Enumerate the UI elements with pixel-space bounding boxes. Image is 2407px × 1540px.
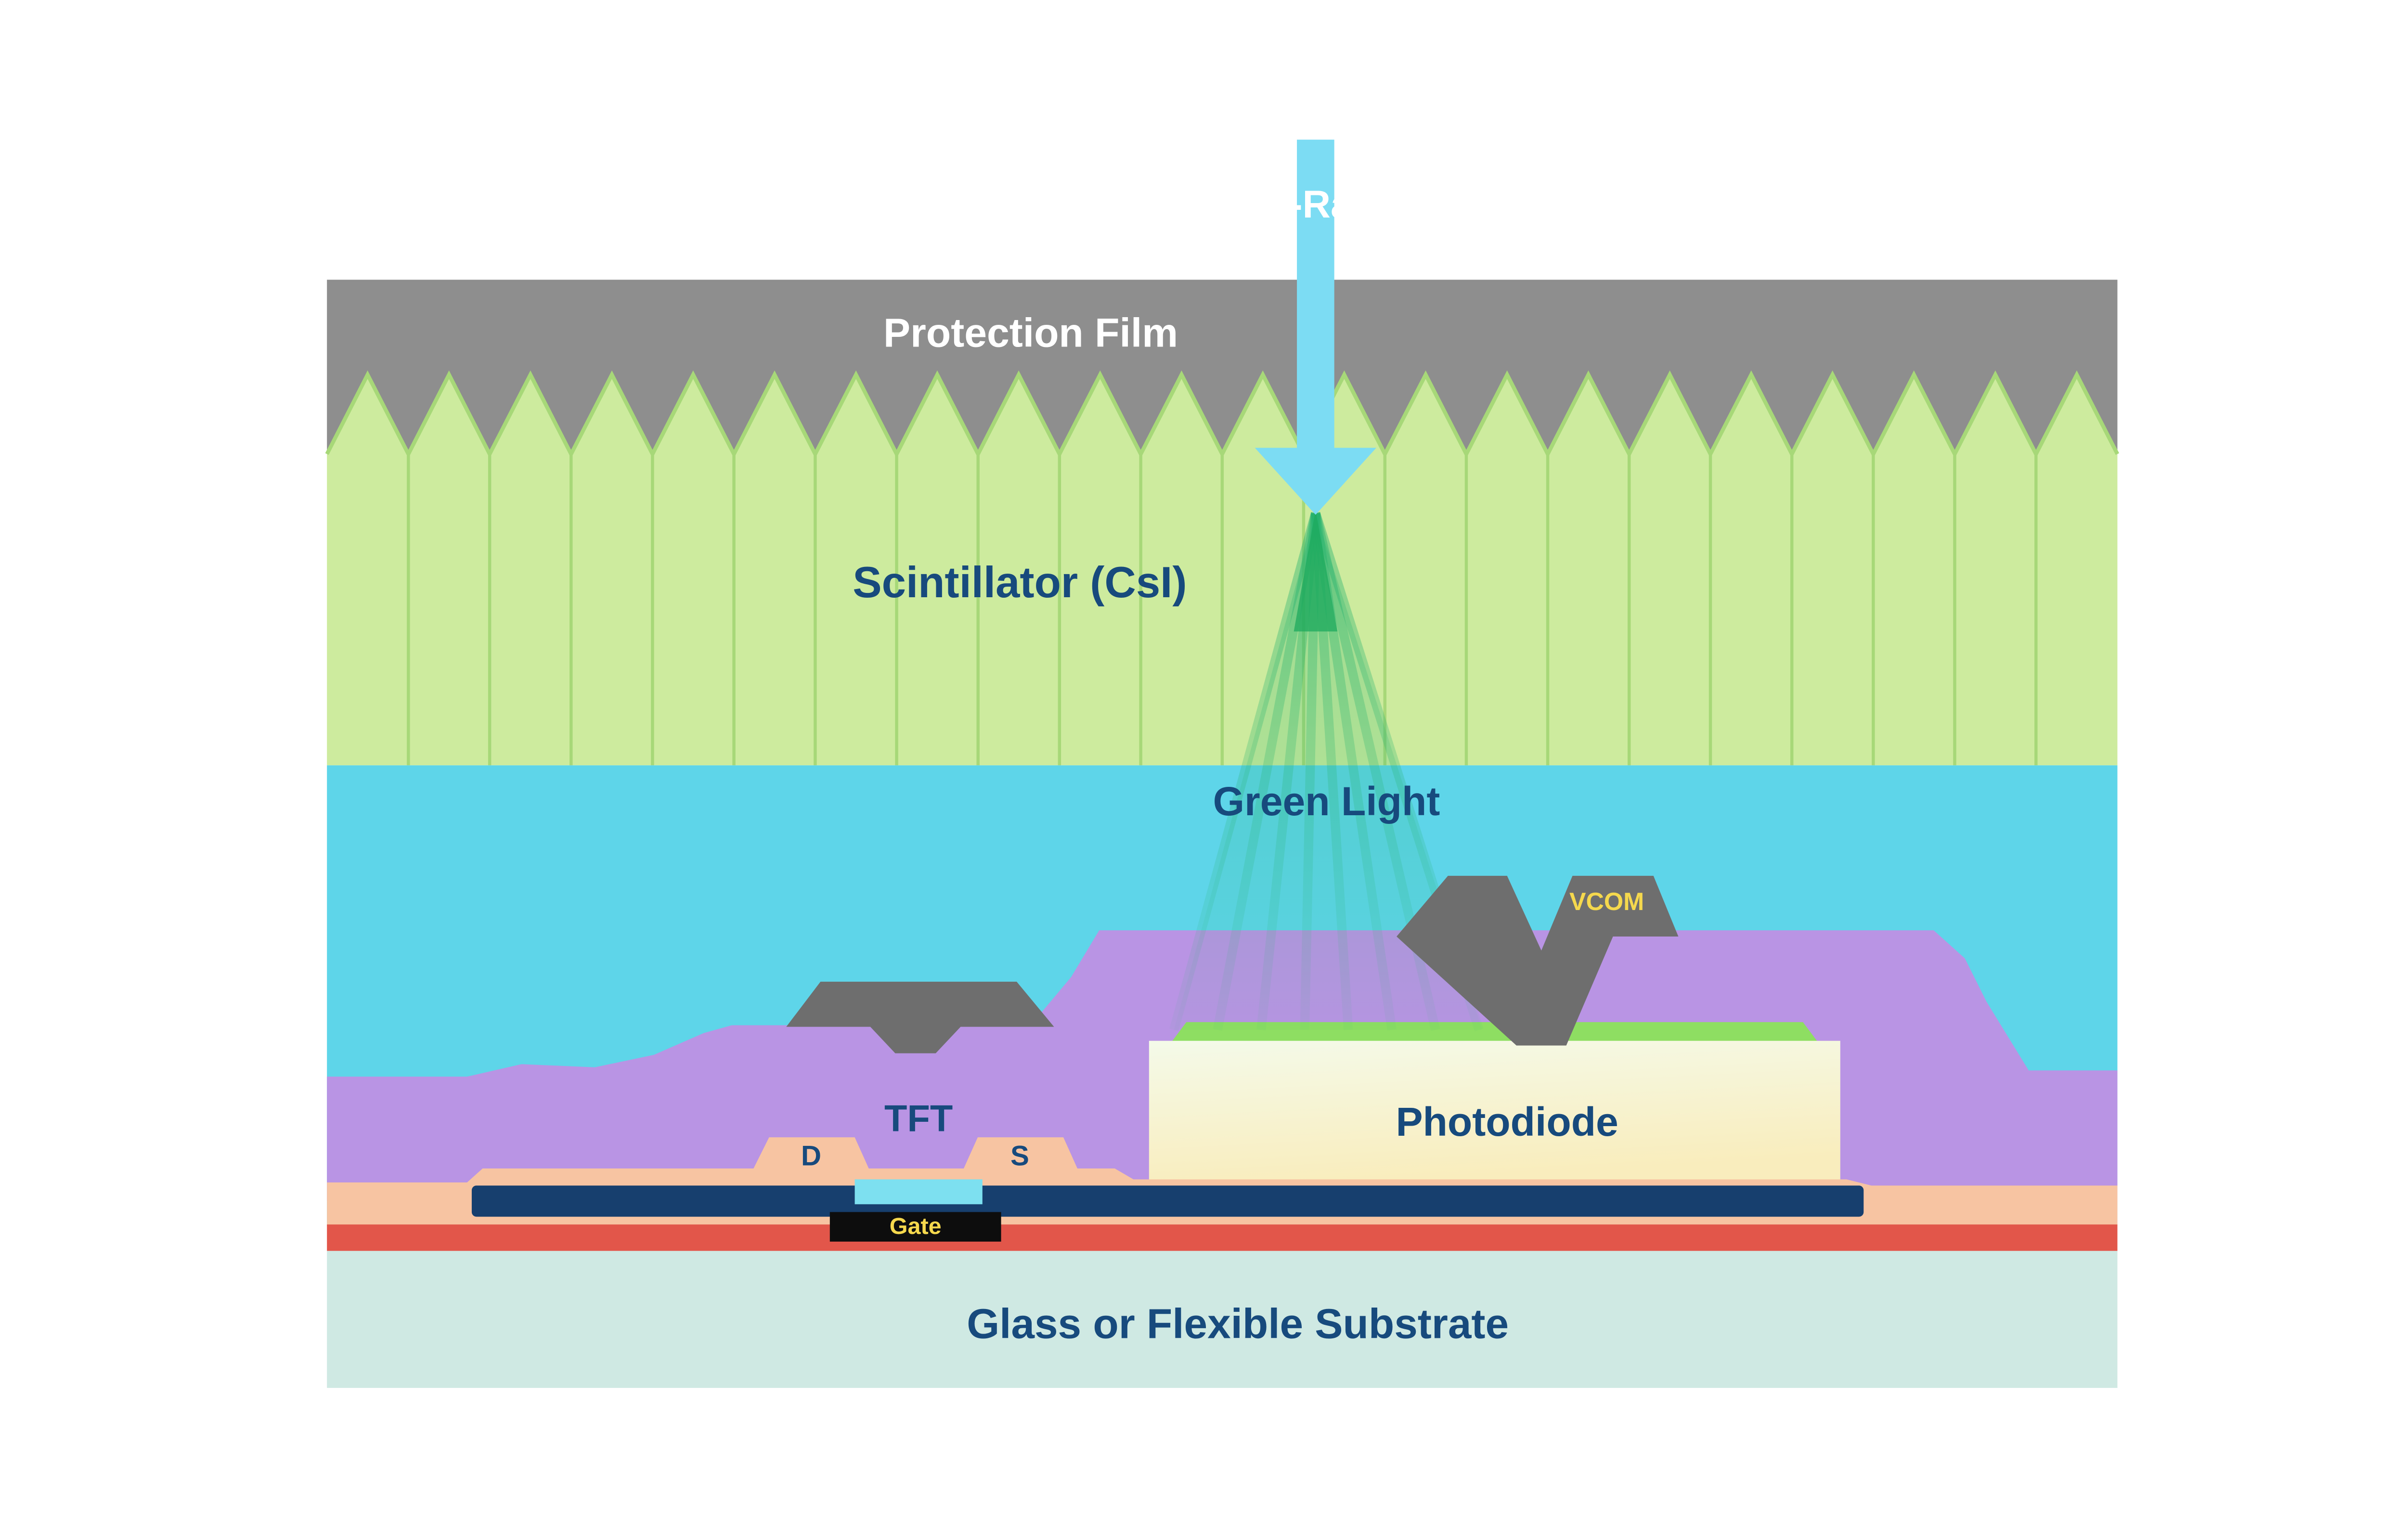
scintillator-column-lines [407,454,2038,766]
photodiode-body [1149,1040,1840,1183]
substrate-label: Glass or Flexible Substrate [967,1300,1509,1347]
green-light-label: Green Light [1213,779,1440,824]
green-light-ray [1169,512,1320,1031]
xray-label: X-Ray [1264,183,1374,226]
barrier-layer [327,1224,2118,1251]
photodiode-label: Photodiode [1396,1099,1618,1144]
drain-label: D [801,1140,821,1171]
xray-arrow-shaft [1297,140,1334,451]
protection-film-label: Protection Film [883,310,1178,355]
vcom-label: VCOM [1569,887,1644,915]
gate-electrode [829,1212,1001,1242]
tft-label: TFT [884,1098,953,1139]
scintillator-label: Scintillator (CsI) [853,558,1187,607]
tft-channel [854,1179,983,1205]
green-light-ray [1213,512,1320,1031]
source-label: S [1010,1140,1029,1171]
green-light-core [1294,510,1338,632]
xray-arrow-head [1255,448,1376,515]
xray-beam-arrow [1255,140,1376,515]
gate-label: Gate [890,1213,942,1239]
metal-line [471,1185,1864,1217]
left-electrode-structure [786,981,1054,1053]
vcom-structure [1397,875,1679,1046]
substrate-layer [327,1251,2118,1388]
